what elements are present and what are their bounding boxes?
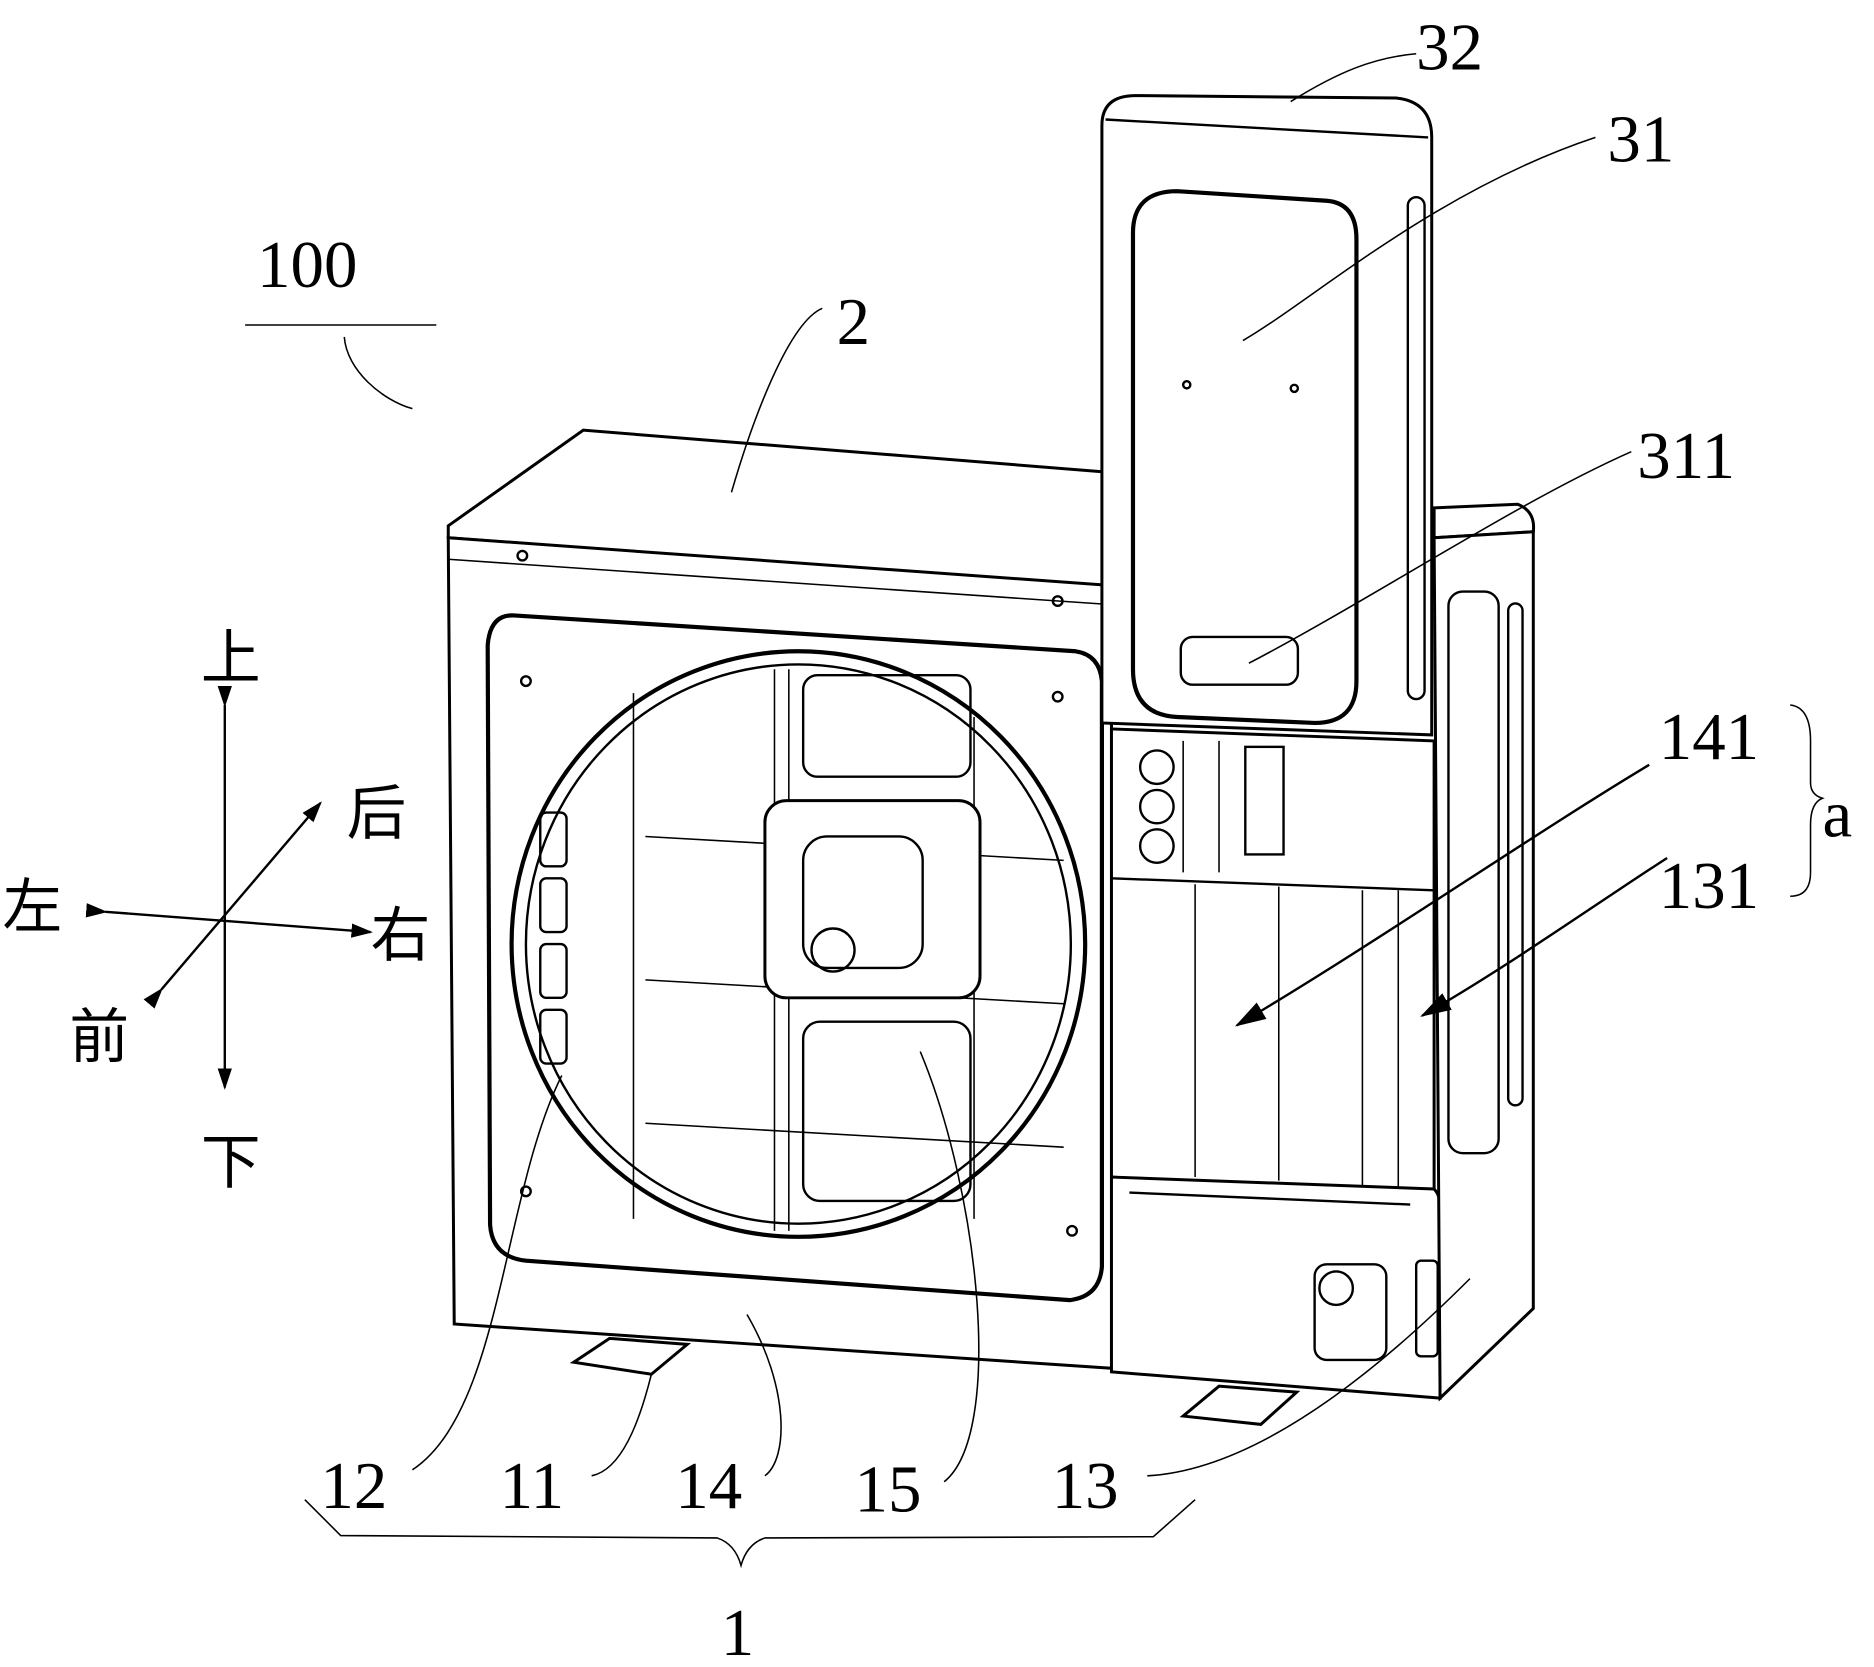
label-100: 100 xyxy=(257,228,357,302)
direction-front: 前 xyxy=(69,1004,129,1073)
fan-opening-inner xyxy=(524,663,1073,1225)
compartment-divider xyxy=(1111,877,1435,892)
leader-lines xyxy=(304,53,1825,1569)
capacitor xyxy=(1138,828,1175,864)
frame-panel xyxy=(801,1020,972,1203)
leader-11 xyxy=(591,1374,653,1477)
pipe-port xyxy=(1318,1270,1355,1307)
leader-31 xyxy=(1242,136,1596,342)
screws xyxy=(516,549,1079,1237)
leader-14 xyxy=(746,1314,782,1477)
screw xyxy=(1289,383,1300,394)
label-2: 2 xyxy=(837,285,870,359)
label-12: 12 xyxy=(320,1449,387,1523)
pipe-cover xyxy=(1313,1263,1388,1362)
lower-panel xyxy=(1109,1175,1442,1400)
electrical-compartment xyxy=(1109,727,1436,1197)
foot-left xyxy=(569,1336,692,1376)
component-stack xyxy=(1244,745,1285,856)
display-column xyxy=(1100,94,1434,737)
leader-2 xyxy=(730,307,823,493)
column-panel xyxy=(1100,94,1434,737)
panel-edge xyxy=(448,558,1112,606)
frame-panel-top xyxy=(801,673,972,778)
screw xyxy=(516,549,529,562)
side-panel-recess xyxy=(1447,590,1500,1155)
leader-141 xyxy=(1234,763,1650,1027)
depth-axis-arrow xyxy=(143,801,322,1009)
leader-100 xyxy=(343,336,413,410)
direction-up: 上 xyxy=(201,625,261,694)
label-14: 14 xyxy=(675,1449,742,1523)
label-1: 1 xyxy=(721,1596,754,1667)
leader-15 xyxy=(919,1051,980,1483)
frame-line xyxy=(645,1122,1064,1148)
label-32: 32 xyxy=(1416,10,1483,84)
vent-slot xyxy=(539,942,568,1000)
side-vent xyxy=(1414,1259,1439,1358)
leader-311 xyxy=(1248,450,1632,664)
label-131: 131 xyxy=(1659,849,1759,923)
leader-13 xyxy=(1147,1278,1471,1477)
lower-panel-rail xyxy=(1129,1191,1411,1206)
leader-12 xyxy=(411,1075,563,1471)
leader-32 xyxy=(1290,53,1417,103)
direction-back: 后 xyxy=(347,780,407,849)
horizontal-axis-arrow xyxy=(85,903,373,938)
direction-left: 左 xyxy=(3,873,63,942)
vent-slot xyxy=(539,877,568,934)
vent-slot xyxy=(539,811,568,868)
brace-a xyxy=(1790,704,1825,898)
motor-mount xyxy=(763,799,982,1000)
foot-right xyxy=(1179,1384,1301,1426)
grille-frame xyxy=(485,613,1104,1303)
vent-slot xyxy=(539,1008,568,1065)
brace-1 xyxy=(304,1499,1196,1569)
column-top-edge xyxy=(1105,118,1429,139)
screw xyxy=(1051,595,1064,608)
handle xyxy=(1179,635,1300,686)
label-31: 31 xyxy=(1607,102,1674,176)
label-11: 11 xyxy=(500,1449,564,1523)
label-141: 141 xyxy=(1659,700,1759,774)
lower-compartment-lines xyxy=(1194,884,1400,1190)
motor-mount-circle xyxy=(810,927,856,973)
label-15: 15 xyxy=(855,1453,922,1527)
fan-opening xyxy=(509,649,1088,1239)
label-a: a xyxy=(1822,777,1852,851)
direction-down: 下 xyxy=(201,1129,261,1198)
capacitor xyxy=(1138,749,1175,786)
direction-right: 右 xyxy=(371,902,431,971)
screw xyxy=(519,675,532,688)
motor-mount-hole xyxy=(801,835,924,970)
capacitors xyxy=(1138,740,1285,873)
screw xyxy=(1066,1224,1079,1237)
label-311: 311 xyxy=(1637,419,1735,493)
capacitor xyxy=(1138,788,1175,825)
internal-frame xyxy=(632,669,1064,1231)
side-vents xyxy=(539,811,568,1065)
column-top-cap xyxy=(1100,94,1433,138)
display-window xyxy=(1130,189,1359,726)
column-side-slot xyxy=(1406,195,1426,701)
direction-indicator: 上 下 左 右 前 后 xyxy=(3,625,431,1198)
screw xyxy=(1181,380,1192,390)
screw xyxy=(1051,690,1064,703)
label-13: 13 xyxy=(1052,1449,1119,1523)
outdoor-unit xyxy=(446,428,1536,1426)
leader-131 xyxy=(1420,856,1668,1017)
screw xyxy=(519,1185,532,1198)
